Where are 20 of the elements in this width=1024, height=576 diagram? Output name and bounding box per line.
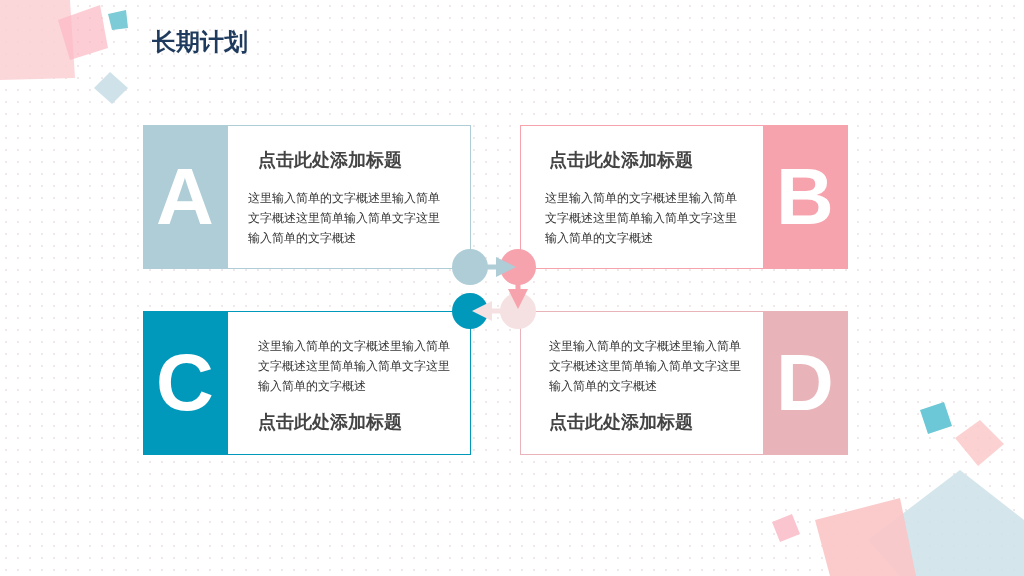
arrow: [508, 281, 528, 309]
card-heading: 点击此处添加标题: [549, 148, 693, 172]
card: [143, 125, 471, 269]
card-description: 这里输入简单的文字概述里输入简单文字概述这里简单输入简单文字这里输入简单的文字概述: [545, 190, 738, 247]
connector-circle: [452, 249, 488, 285]
card: [520, 311, 847, 455]
card-description: 这里输入简单的文字概述里输入简单文字概述这里简单输入简单文字这里输入简单的文字概述: [258, 338, 451, 395]
letter-tile: B: [762, 124, 848, 269]
slide-title: 长期计划: [152, 27, 248, 58]
card-heading: 点击此处添加标题: [258, 148, 402, 172]
card: [520, 125, 847, 269]
letter-tile: D: [762, 310, 848, 455]
letter-tile: C: [142, 310, 228, 455]
card: [143, 311, 471, 455]
arrow: [484, 257, 516, 277]
letter-tile: A: [142, 124, 228, 269]
card-description: 这里输入简单的文字概述里输入简单文字概述这里简单输入简单文字这里输入简单的文字概述: [248, 190, 441, 247]
card-heading: 点击此处添加标题: [549, 410, 693, 434]
card-heading: 点击此处添加标题: [258, 410, 402, 434]
card-description: 这里输入简单的文字概述里输入简单文字概述这里简单输入简单文字这里输入简单的文字概述: [549, 338, 742, 395]
